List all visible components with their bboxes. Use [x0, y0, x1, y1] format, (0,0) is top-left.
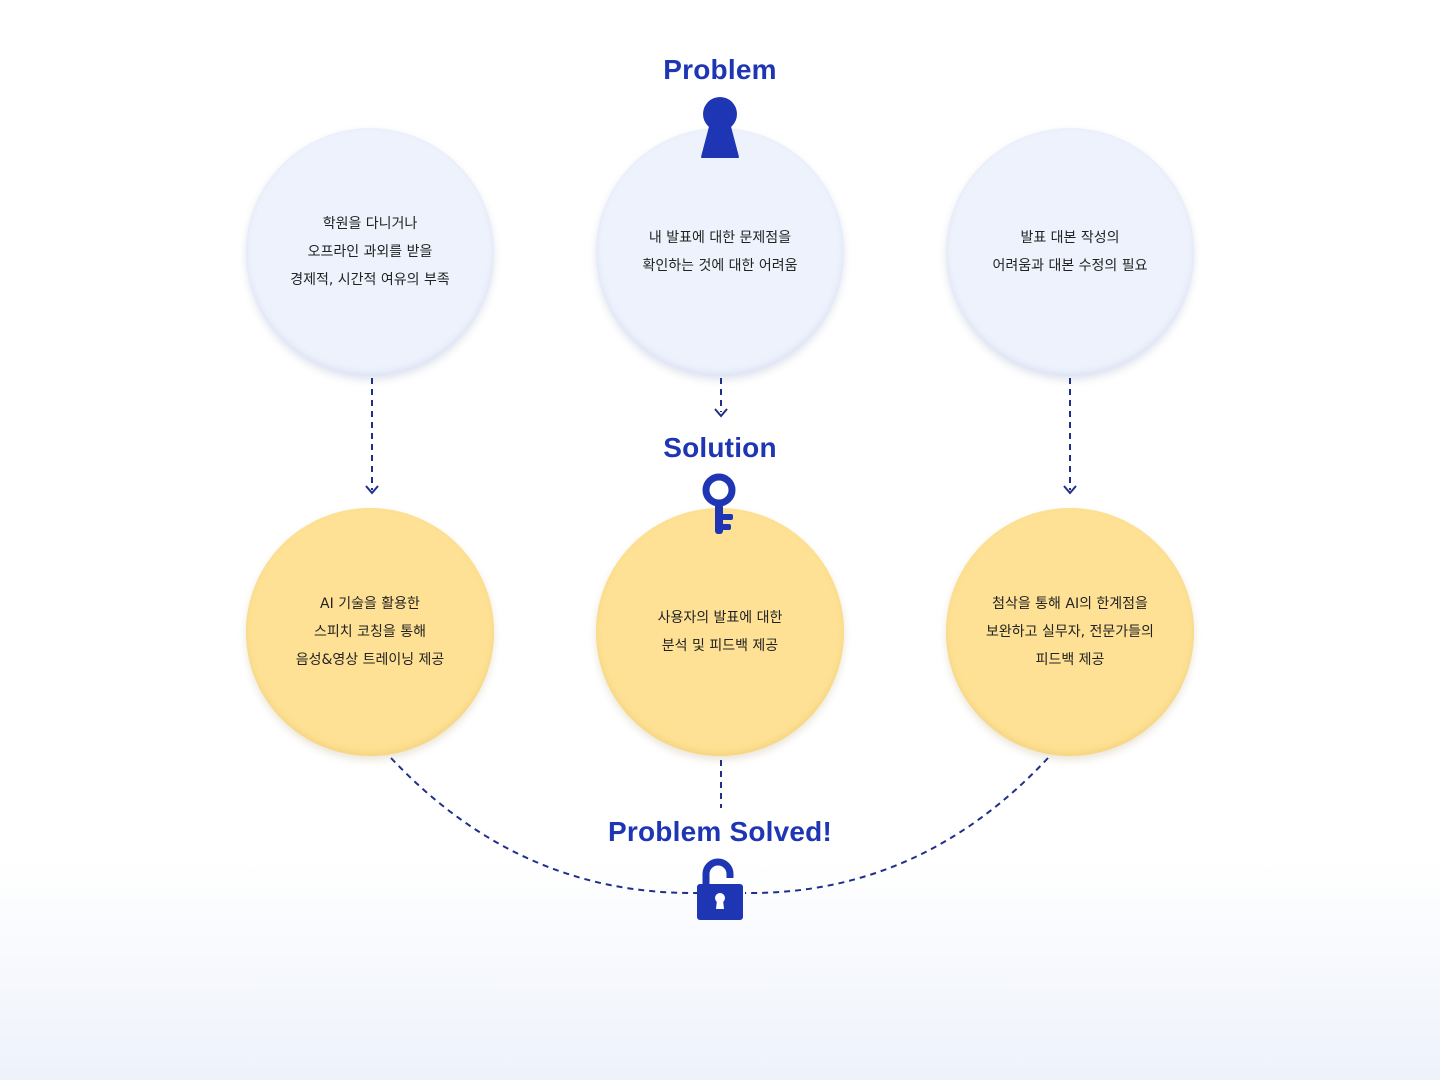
problem-circle-2: 내 발표에 대한 문제점을 확인하는 것에 대한 어려움	[596, 128, 844, 376]
solution-2-line-1: 사용자의 발표에 대한	[657, 610, 783, 626]
keyhole-icon	[701, 97, 739, 158]
solution-circle-2: 사용자의 발표에 대한 분석 및 피드백 제공	[596, 508, 844, 756]
solution-3-line-1: 첨삭을 통해 AI의 한계점을	[992, 596, 1148, 612]
connector-arc-right	[744, 757, 1049, 895]
problem-3-line-2: 어려움과 대본 수정의 필요	[992, 258, 1148, 274]
solution-circle-1: AI 기술을 활용한 스피치 코칭을 통해 음성&영상 트레이닝 제공	[246, 508, 494, 756]
arrowhead-right	[1063, 485, 1077, 495]
problem-1-line-2: 오프라인 과외를 받을	[307, 244, 433, 260]
solution-3-line-2: 보완하고 실무자, 전문가들의	[986, 624, 1154, 640]
solution-circle-3: 첨삭을 통해 AI의 한계점을 보완하고 실무자, 전문가들의 피드백 제공	[946, 508, 1194, 756]
unlocked-padlock-icon	[697, 858, 743, 920]
solution-2-line-2: 분석 및 피드백 제공	[661, 638, 779, 654]
connector-arc-left	[390, 757, 698, 895]
solution-1-line-2: 스피치 코칭을 통해	[314, 624, 426, 640]
problem-circle-1: 학원을 다니거나 오프라인 과외를 받을 경제적, 시간적 여유의 부족	[246, 128, 494, 376]
solved-heading: Problem Solved!	[608, 816, 832, 847]
solution-1-line-3: 음성&영상 트레이닝 제공	[295, 652, 445, 668]
problem-2-line-2: 확인하는 것에 대한 어려움	[642, 258, 798, 274]
key-icon	[702, 473, 736, 534]
arrowhead-left	[365, 485, 379, 495]
problem-circle-3: 발표 대본 작성의 어려움과 대본 수정의 필요	[946, 128, 1194, 376]
problem-3-line-1: 발표 대본 작성의	[1020, 230, 1120, 246]
problem-heading: Problem	[663, 54, 777, 85]
solution-3-line-3: 피드백 제공	[1035, 652, 1105, 668]
arrowhead-center	[714, 408, 728, 418]
problem-2-line-1: 내 발표에 대한 문제점을	[648, 230, 792, 246]
problem-1-line-3: 경제적, 시간적 여유의 부족	[290, 272, 450, 288]
problem-1-line-1: 학원을 다니거나	[322, 216, 418, 232]
solution-heading: Solution	[663, 432, 777, 463]
solution-1-line-1: AI 기술을 활용한	[320, 596, 420, 612]
